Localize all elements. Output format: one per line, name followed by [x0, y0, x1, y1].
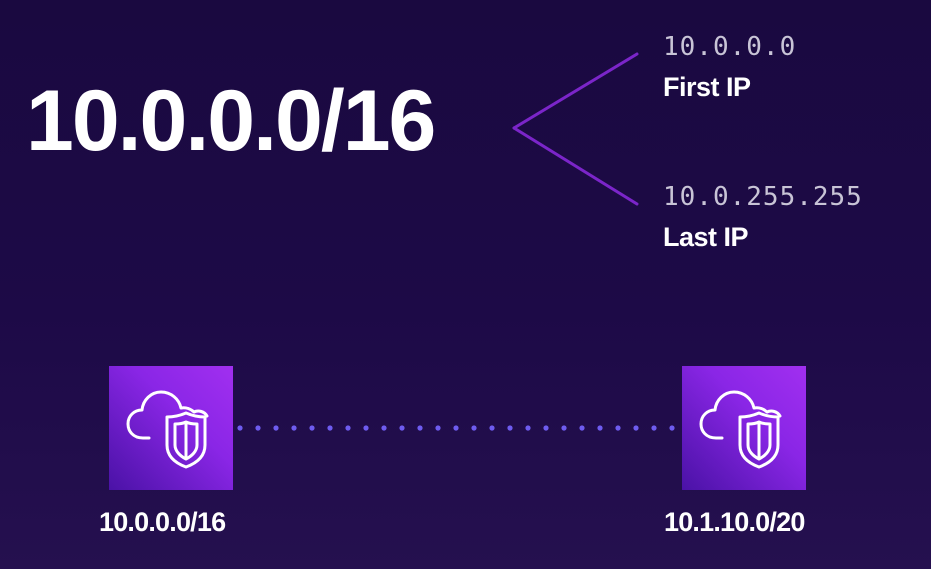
vpc-label-left: 10.0.0.0/16 — [99, 507, 226, 537]
connector-dot — [363, 425, 369, 431]
connector-dot — [669, 425, 675, 431]
first-ip-block: 10.0.0.0 First IP — [663, 34, 796, 101]
connector-dot — [651, 425, 657, 431]
cidr-block-title: 10.0.0.0/16 — [26, 73, 436, 169]
connector-dot — [597, 425, 603, 431]
first-ip-value: 10.0.0.0 — [663, 32, 797, 62]
branch-line-first — [512, 52, 639, 130]
connector-dot — [561, 425, 567, 431]
connector-dot — [525, 425, 531, 431]
connector-dot — [579, 425, 585, 431]
connector-dot — [237, 425, 243, 431]
vpc-tile-right[interactable] — [682, 366, 806, 490]
connector-dot — [345, 425, 351, 431]
connector-dot — [399, 425, 405, 431]
connector-dot — [417, 425, 423, 431]
connector-dot — [507, 425, 513, 431]
connector-dot — [489, 425, 495, 431]
connector-dot — [453, 425, 459, 431]
last-ip-label: Last IP — [663, 222, 749, 252]
vpc-label-right: 10.1.10.0/20 — [664, 507, 805, 537]
last-ip-block: 10.0.255.255 Last IP — [663, 184, 863, 251]
connector-dot — [435, 425, 441, 431]
last-ip-value: 10.0.255.255 — [663, 182, 863, 212]
connector-dot — [327, 425, 333, 431]
first-ip-label: First IP — [663, 72, 751, 102]
connector-dot — [273, 425, 279, 431]
vpc-cloud-shield-icon — [126, 390, 209, 469]
connector-dot — [471, 425, 477, 431]
branch-line-last — [512, 126, 639, 206]
connector-dot — [255, 425, 261, 431]
connector-dot — [543, 425, 549, 431]
vpc-tile-left[interactable] — [109, 366, 233, 490]
connector-dot — [633, 425, 639, 431]
vpc-cloud-shield-icon — [699, 390, 782, 469]
connector-dot — [291, 425, 297, 431]
connector-dot — [381, 425, 387, 431]
connector-dot — [615, 425, 621, 431]
connector-dot — [309, 425, 315, 431]
